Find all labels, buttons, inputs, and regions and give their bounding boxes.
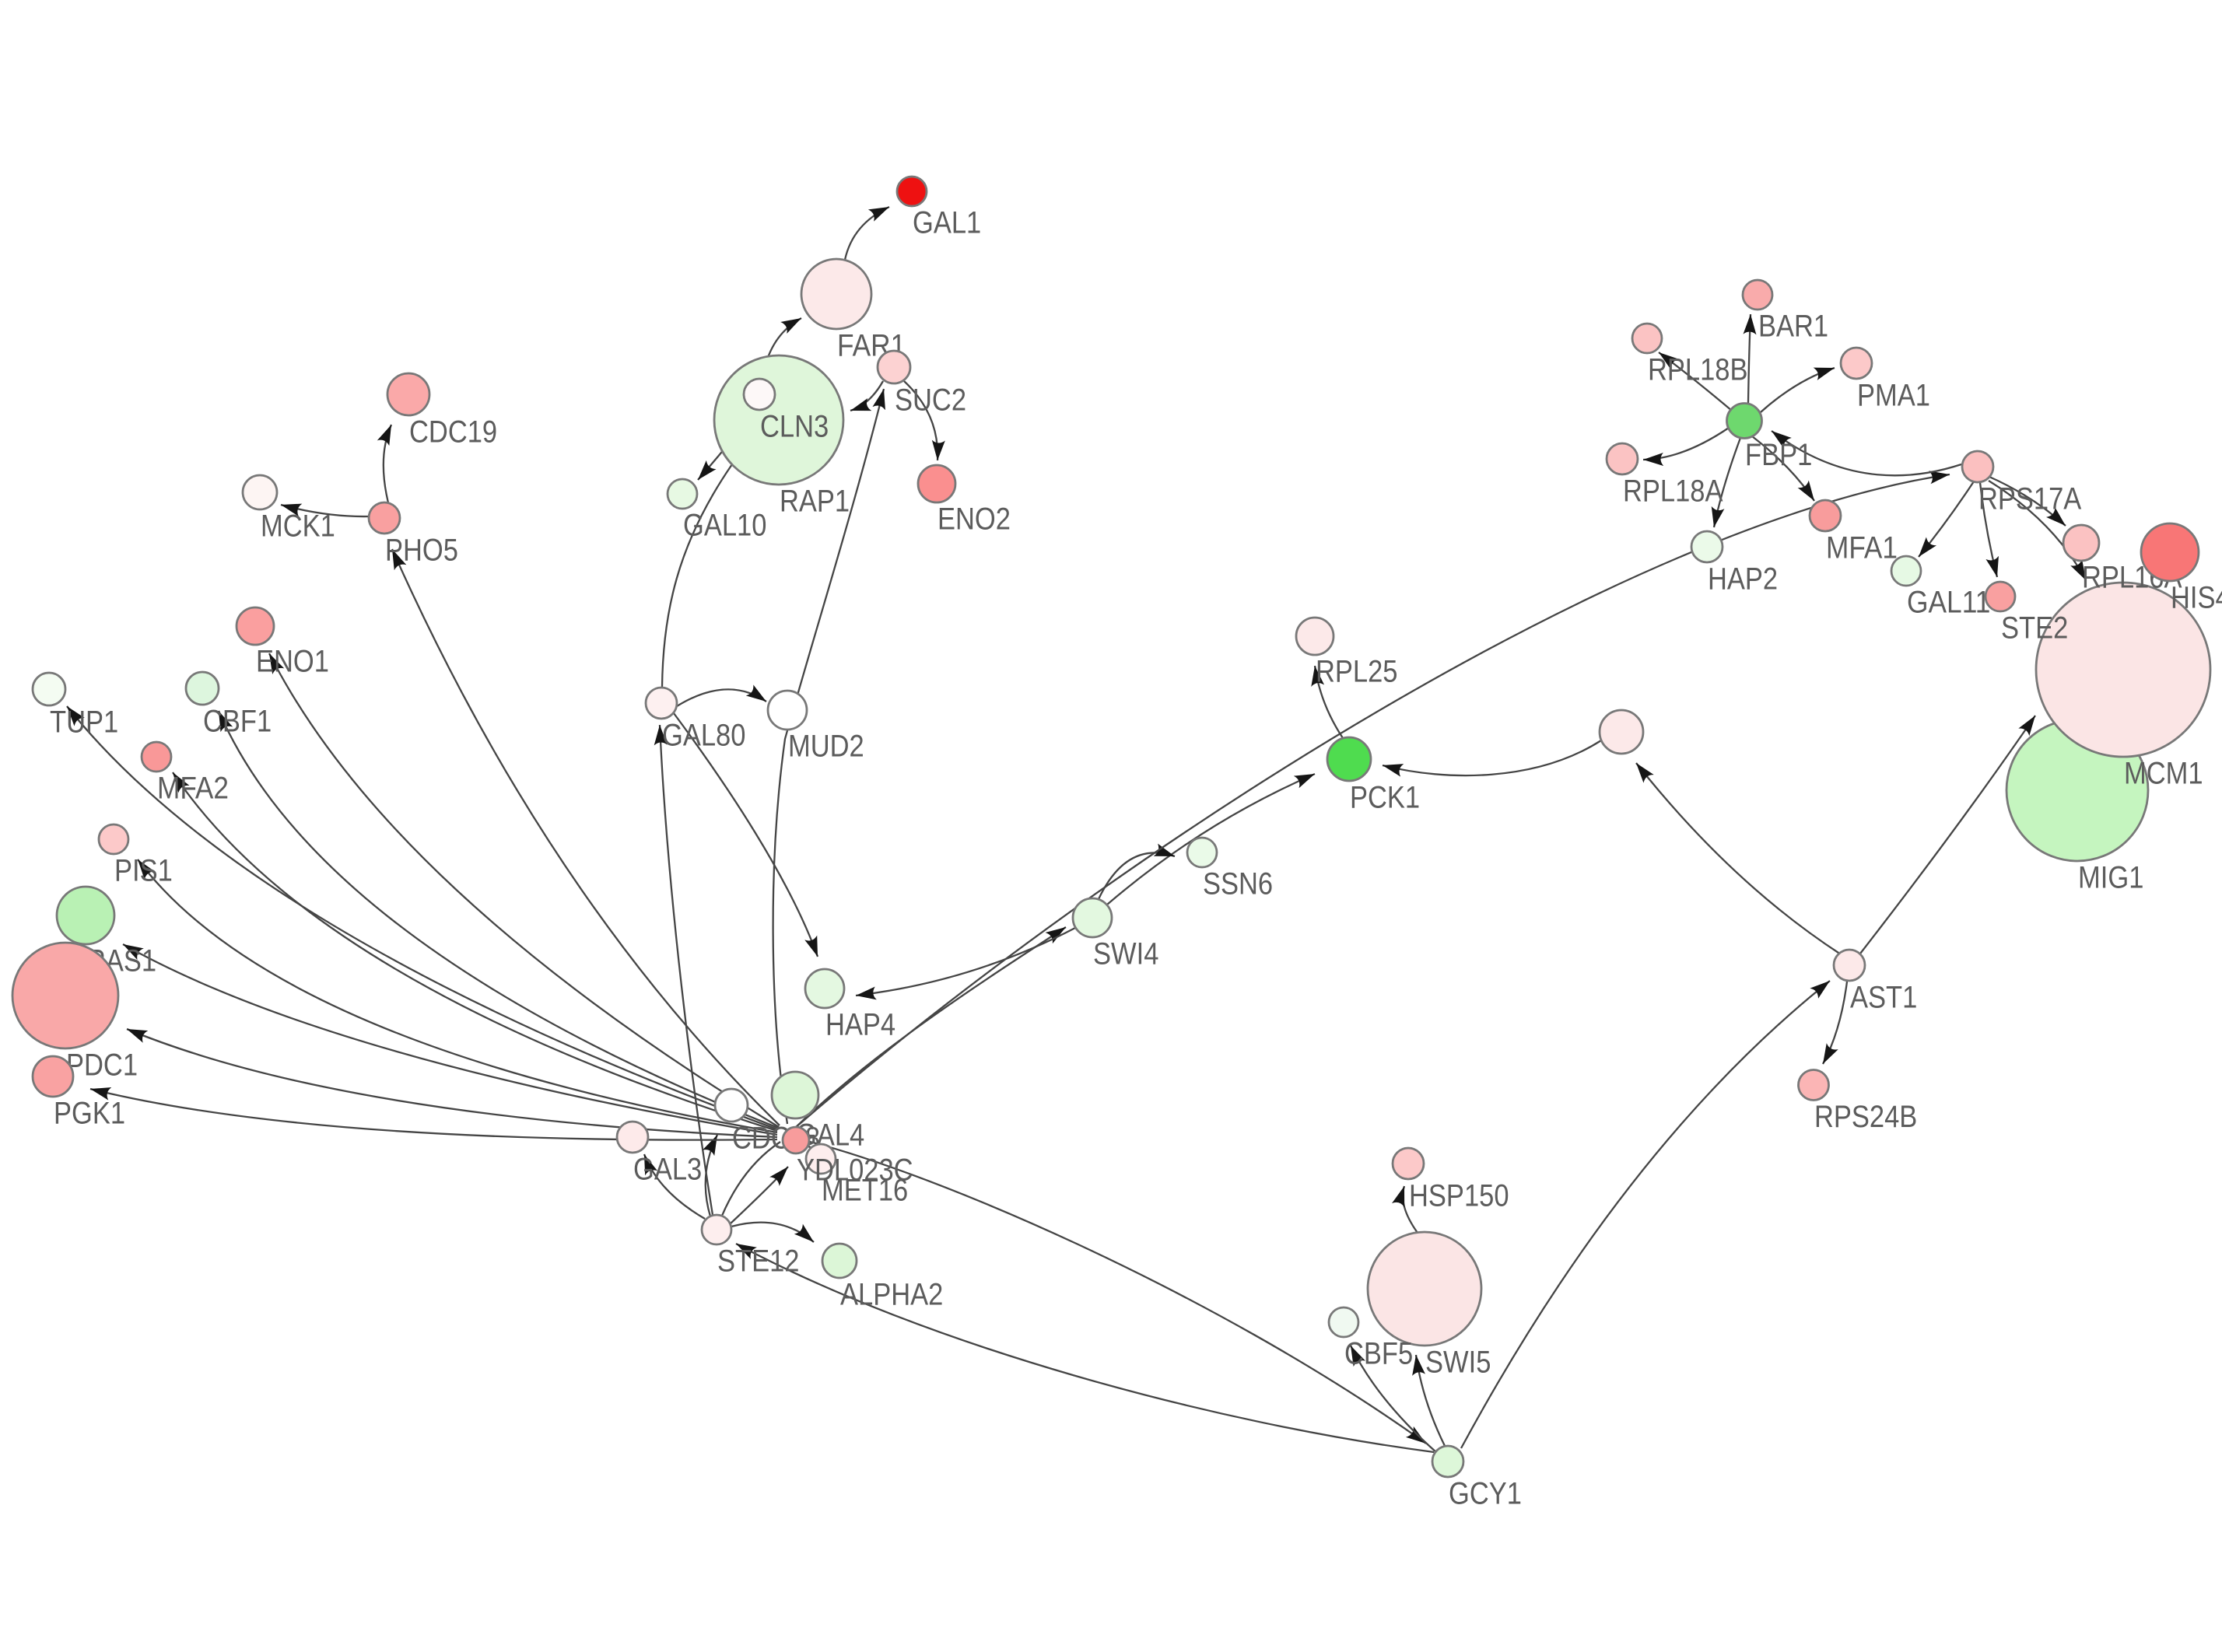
svg-text:CLN3: CLN3 bbox=[760, 410, 829, 444]
svg-text:PMA1: PMA1 bbox=[1857, 379, 1930, 413]
svg-text:FBP1: FBP1 bbox=[1745, 438, 1812, 472]
svg-text:RAP1: RAP1 bbox=[780, 485, 850, 519]
svg-text:CDC19: CDC19 bbox=[409, 415, 497, 450]
svg-text:RPL18B: RPL18B bbox=[1648, 353, 1748, 387]
svg-text:AST1: AST1 bbox=[1850, 981, 1917, 1015]
svg-text:PGK1: PGK1 bbox=[54, 1097, 125, 1131]
svg-text:BAR1: BAR1 bbox=[1758, 310, 1828, 344]
svg-text:RPL18A: RPL18A bbox=[1623, 474, 1723, 509]
svg-text:GAL80: GAL80 bbox=[662, 719, 745, 753]
svg-text:MET16: MET16 bbox=[822, 1174, 908, 1208]
svg-text:GCY1: GCY1 bbox=[1449, 1477, 1522, 1511]
svg-text:RPS24B: RPS24B bbox=[1814, 1100, 1917, 1134]
svg-text:STE12: STE12 bbox=[717, 1244, 800, 1279]
svg-text:PCK1: PCK1 bbox=[1350, 781, 1420, 815]
svg-text:GAL11: GAL11 bbox=[1907, 586, 1990, 620]
svg-text:PHO5: PHO5 bbox=[385, 534, 458, 568]
svg-text:MCM1: MCM1 bbox=[2124, 757, 2203, 791]
svg-text:YDL023C: YDL023C bbox=[797, 1153, 913, 1188]
svg-text:RPL25: RPL25 bbox=[1316, 655, 1398, 689]
svg-text:STE2: STE2 bbox=[2001, 611, 2068, 646]
svg-text:RPS17A: RPS17A bbox=[1978, 482, 2082, 516]
svg-text:HAP2: HAP2 bbox=[1708, 562, 1778, 597]
svg-text:ENO2: ENO2 bbox=[938, 502, 1011, 537]
svg-text:PIS1: PIS1 bbox=[114, 854, 173, 888]
svg-text:HSP150: HSP150 bbox=[1409, 1179, 1509, 1213]
svg-text:MCK1: MCK1 bbox=[261, 509, 335, 544]
svg-text:GAL1: GAL1 bbox=[913, 206, 981, 240]
svg-text:PDC1: PDC1 bbox=[66, 1048, 138, 1083]
svg-text:SWI4: SWI4 bbox=[1093, 937, 1158, 971]
svg-text:HAP4: HAP4 bbox=[825, 1008, 895, 1042]
svg-text:TUP1: TUP1 bbox=[50, 705, 118, 740]
svg-text:SWI5: SWI5 bbox=[1425, 1346, 1491, 1380]
svg-text:MUD2: MUD2 bbox=[788, 730, 864, 764]
svg-text:MFA2: MFA2 bbox=[157, 772, 229, 806]
svg-text:CBF1: CBF1 bbox=[203, 705, 272, 739]
svg-text:SSN6: SSN6 bbox=[1203, 867, 1273, 901]
svg-text:MFA1: MFA1 bbox=[1826, 531, 1898, 565]
svg-text:SUC2: SUC2 bbox=[895, 383, 966, 418]
svg-text:ALPHA2: ALPHA2 bbox=[840, 1278, 943, 1312]
svg-text:GAL3: GAL3 bbox=[633, 1153, 702, 1187]
svg-text:MIG1: MIG1 bbox=[2078, 861, 2143, 895]
svg-text:CBF5: CBF5 bbox=[1344, 1337, 1413, 1371]
svg-text:GAL10: GAL10 bbox=[683, 509, 766, 543]
svg-text:ENO1: ENO1 bbox=[256, 645, 329, 679]
svg-text:HIS4: HIS4 bbox=[2171, 581, 2222, 615]
